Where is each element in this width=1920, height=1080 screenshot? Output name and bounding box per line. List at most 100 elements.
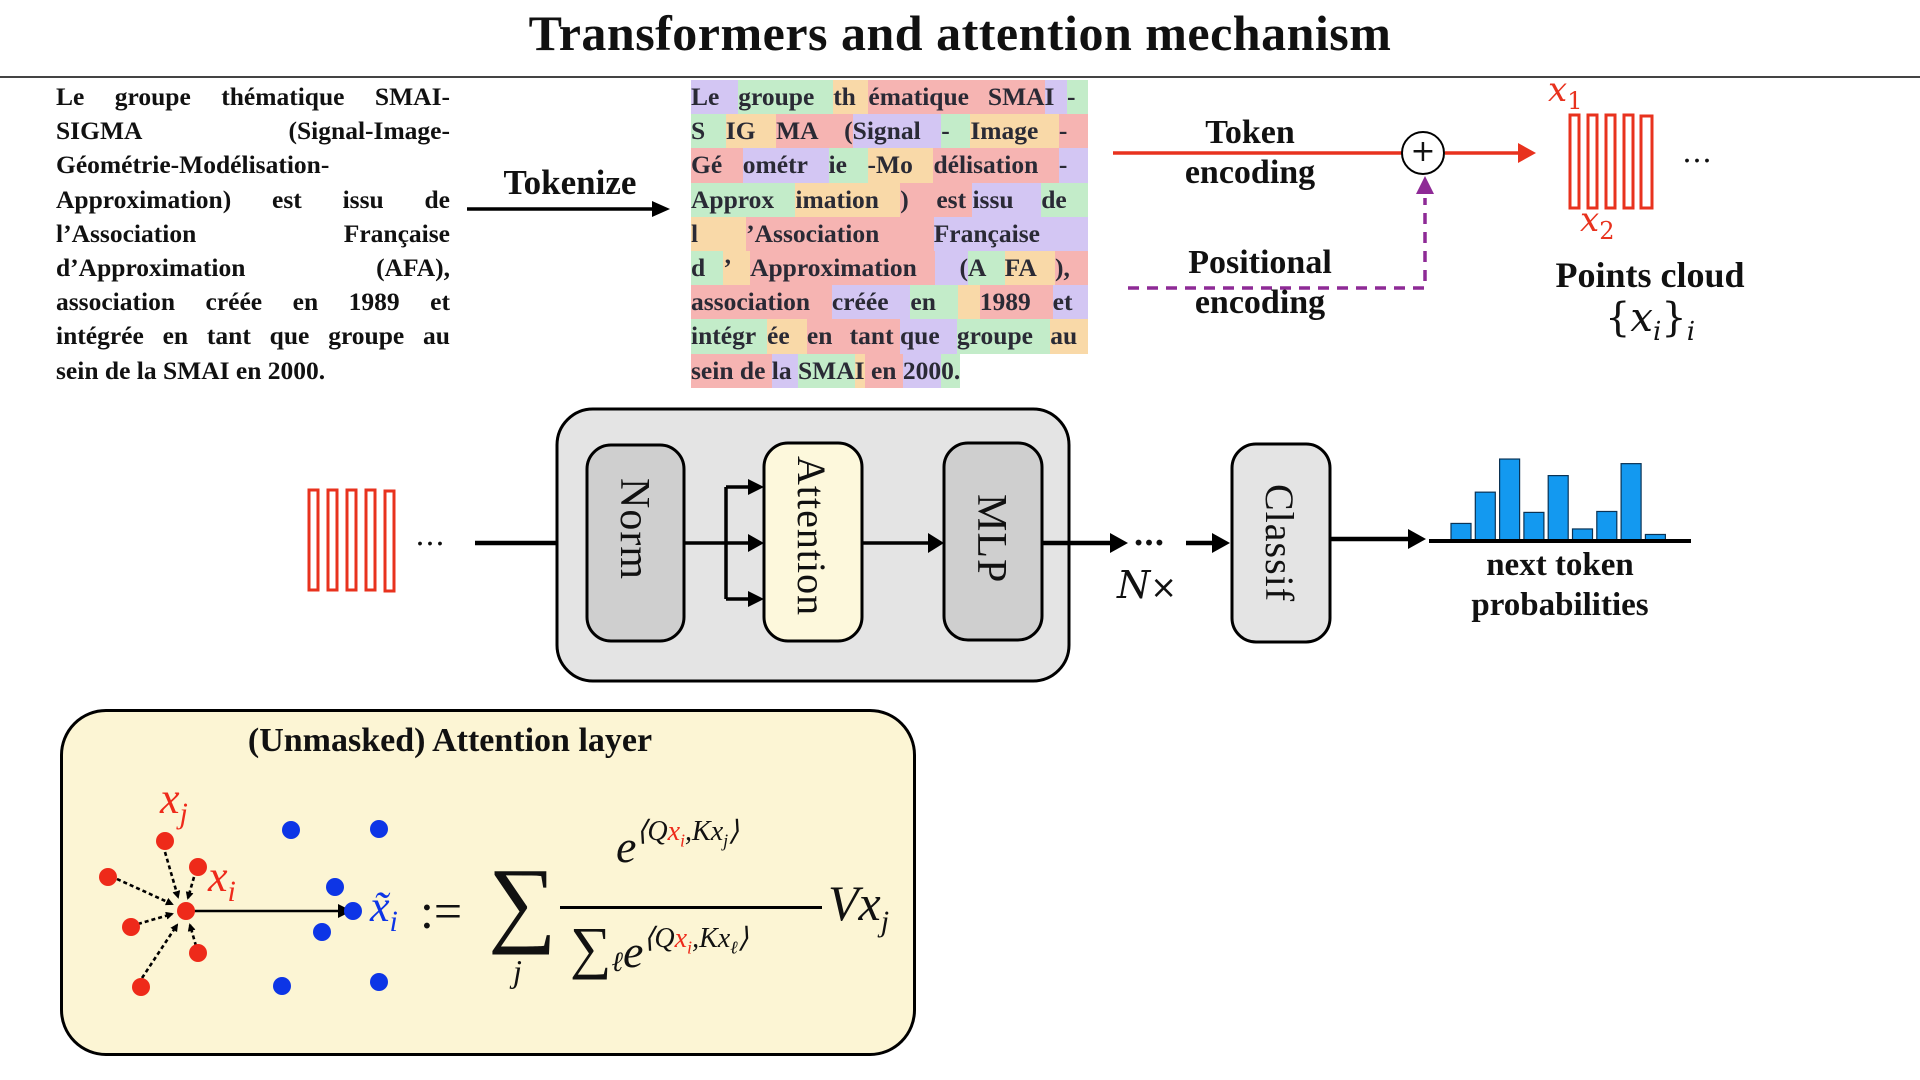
token-chip <box>957 285 980 320</box>
tokenized-line: association créée en 1989 et <box>691 285 1088 320</box>
source-text-line: l’Association Française <box>56 218 450 248</box>
token-chip: ’ <box>723 251 751 286</box>
fraction-bar <box>560 906 822 909</box>
xj-label: xj <box>160 774 188 830</box>
token-chip: Française <box>933 216 1089 252</box>
histogram-bar <box>1474 491 1496 541</box>
source-text-line: sein de la SMAI en 2000. <box>56 355 326 385</box>
numerator: e⟨Qxi,Kxj⟩ <box>616 816 740 872</box>
pipeline-input-bars <box>307 488 396 593</box>
token-chip: association <box>691 285 832 320</box>
token-vector-bar <box>307 488 320 592</box>
tokenized-line: l’Association Française <box>691 216 1089 252</box>
source-text-line: Géométrie-Modélisation- <box>56 150 330 180</box>
token-vector-bar <box>1568 113 1581 210</box>
attention-label: Attention <box>789 456 834 617</box>
next-token-probabilities-label: next token probabilities <box>1471 547 1649 623</box>
attention-formula: := ∑ j e⟨Qxi,Kxj⟩ ∑ℓe⟨Qxi,Kxℓ⟩ Vxj <box>420 810 900 1020</box>
token-chip: en tant <box>806 319 900 354</box>
token-vector-bar <box>1639 114 1654 210</box>
classif-block <box>1230 442 1332 644</box>
token-chip: la <box>771 353 798 388</box>
token-chip: 1989 <box>979 285 1053 320</box>
blue-point <box>326 878 344 896</box>
classif-label: Classif <box>1257 484 1302 603</box>
token-vector-bar <box>383 489 396 593</box>
token-chip: ée <box>767 319 807 354</box>
token-chip: - <box>1067 80 1089 115</box>
blue-point <box>273 977 291 995</box>
token-chip: IG <box>725 114 777 149</box>
mlp-label: MLP <box>968 494 1014 584</box>
token-chip: MA ( <box>776 114 853 149</box>
token-chip: ématique SMA <box>868 80 1045 115</box>
token-chip: créée <box>831 285 911 320</box>
token-chip: ie <box>828 148 868 183</box>
x1-label: x1 <box>1548 70 1583 115</box>
tokenize-arrow <box>467 201 670 217</box>
token-vector-bar <box>1622 113 1635 210</box>
points-cloud-title: Points cloud <box>1555 255 1745 295</box>
histogram-bar <box>1498 458 1521 541</box>
token-chip: Approximation <box>750 251 935 286</box>
token-chip: Image <box>970 114 1059 149</box>
source-text-line: d’Approximation (AFA), <box>56 253 450 283</box>
token-vector-bar <box>326 488 339 592</box>
token-chip: A <box>968 251 1005 286</box>
positional-encoding-label: Positional encoding <box>1188 244 1332 321</box>
token-chip: sein de <box>691 353 772 388</box>
token-chip: ’Association <box>746 216 934 252</box>
norm-label: Norm <box>611 478 657 580</box>
blue-point <box>370 973 388 991</box>
red-point <box>156 832 174 850</box>
histogram-bar <box>1547 474 1569 541</box>
token-chip: d <box>691 251 724 286</box>
source-text-line: SIGMA (Signal-Image- <box>56 116 450 146</box>
token-chip: 0. <box>941 353 961 388</box>
token-chip: SMA <box>797 353 855 388</box>
token-chip: - <box>1058 114 1088 149</box>
token-chip: I <box>854 353 865 388</box>
histogram-bar <box>1620 463 1642 541</box>
source-text-line: Approximation) est issu de <box>56 184 450 214</box>
token-chip: en <box>864 353 903 388</box>
token-chip: ), <box>1054 251 1089 286</box>
token-encoding-label: Token encoding <box>1184 114 1316 191</box>
token-chip: l <box>691 216 747 252</box>
red-point-xi <box>177 902 195 920</box>
xi-label: xi <box>208 852 236 908</box>
attention-layer-panel <box>60 709 916 1056</box>
token-chip: groupe <box>738 80 834 115</box>
tokenize-label: Tokenize <box>503 163 637 202</box>
token-chip: ( <box>934 251 969 286</box>
blue-point <box>282 821 300 839</box>
token-chip: issu <box>972 182 1042 217</box>
token-chip: et <box>1052 285 1088 320</box>
token-chip: intégr <box>691 319 768 354</box>
value-term: Vxj <box>828 875 890 938</box>
token-chip: th <box>833 80 869 115</box>
source-text-line: Le groupe thématique SMAI- <box>56 82 450 111</box>
token-vector-bar <box>1586 113 1599 210</box>
token-chip: Approx <box>691 182 796 217</box>
token-chip: -Mo <box>867 148 934 183</box>
token-chip: que <box>899 319 957 354</box>
histogram-bar <box>1571 528 1594 541</box>
token-chip: S <box>691 114 726 149</box>
blue-point-xtilde <box>344 902 362 920</box>
token-chip: de <box>1041 182 1088 217</box>
token-chip: ) est <box>900 182 973 217</box>
plus-circle <box>1401 131 1445 175</box>
token-chip: 200 <box>902 353 942 388</box>
blue-point <box>313 923 331 941</box>
points-cloud-ellipsis: … <box>1682 135 1712 170</box>
source-text-line: intégrée en tant que groupe au <box>56 321 450 351</box>
sum-symbol: ∑ <box>488 848 557 955</box>
token-chip: au <box>1050 319 1089 354</box>
token-chip: groupe <box>956 319 1051 354</box>
token-encoding-arrowhead <box>1518 143 1536 163</box>
token-vector-bar <box>364 488 377 592</box>
